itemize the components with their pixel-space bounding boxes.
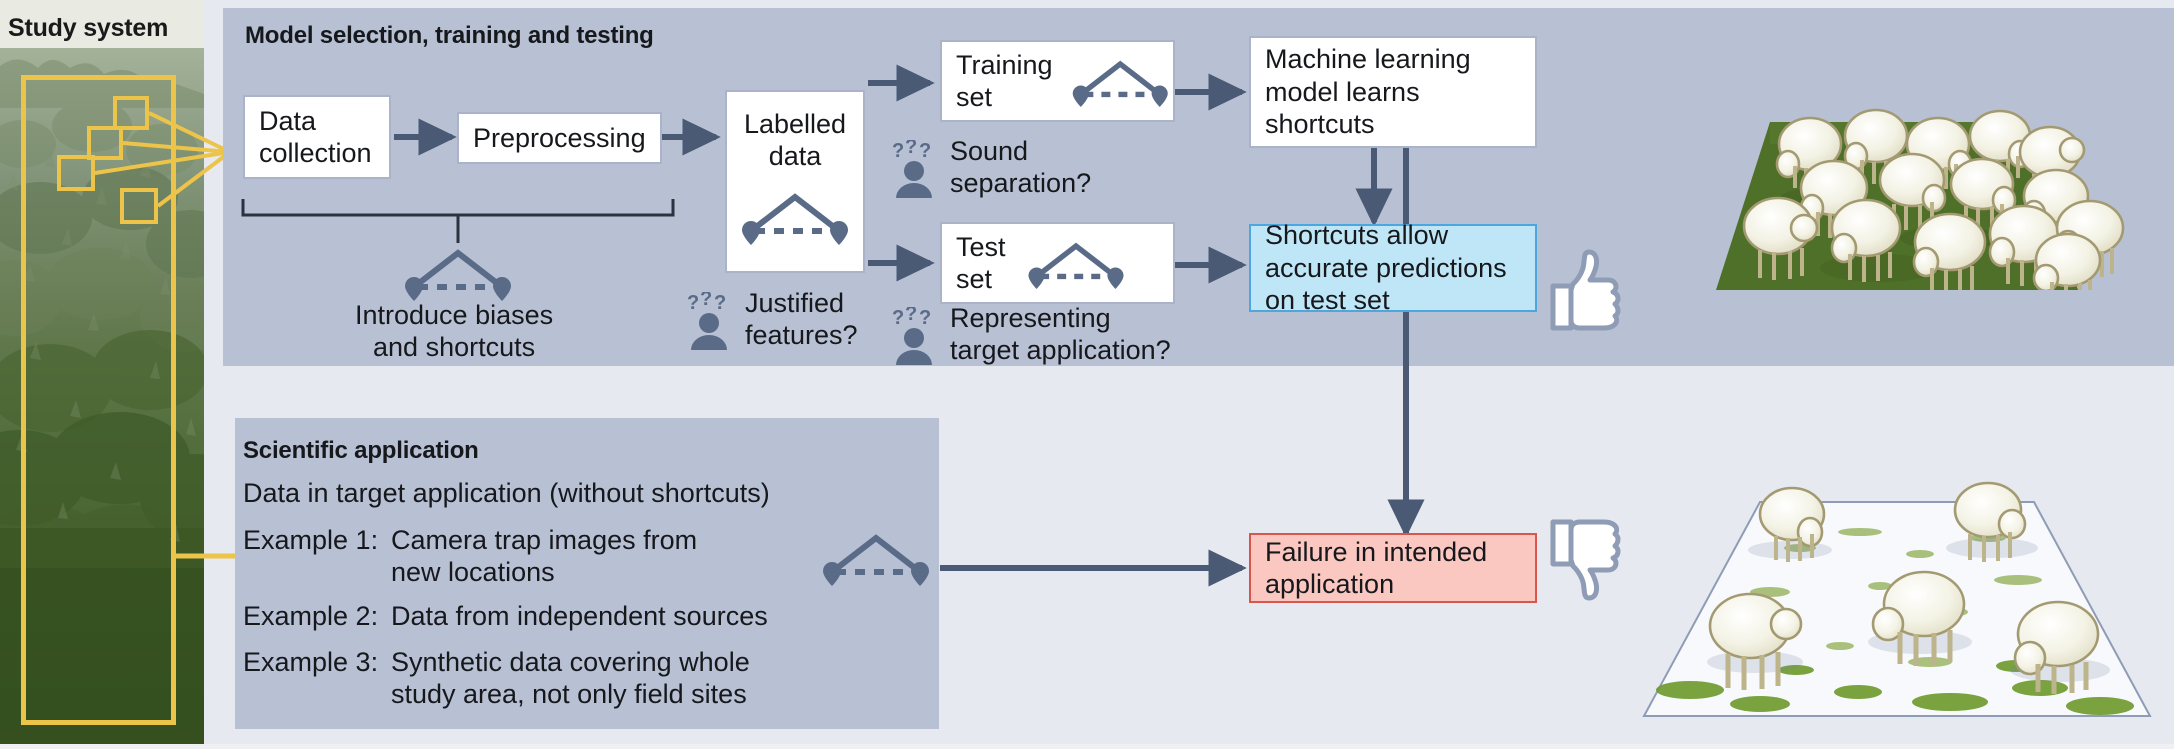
box-ml-model-label: Machine learning model learns shortcuts bbox=[1265, 44, 1471, 140]
map-pin-pair-icon-bias bbox=[405, 249, 511, 301]
svg-text:?: ? bbox=[919, 140, 931, 162]
example-2-value: Data from independent sources bbox=[391, 601, 768, 631]
box-failure[interactable]: Failure in intended application bbox=[1249, 533, 1537, 603]
scientific-application-panel bbox=[235, 418, 939, 729]
scientific-application-subtitle: Data in target application (without shor… bbox=[243, 478, 770, 508]
example-row-3: Example 3: Synthetic data covering whole… bbox=[243, 646, 750, 711]
question-representing-target-application-label: Representing target application? bbox=[950, 303, 1171, 365]
svg-text:?: ? bbox=[687, 292, 699, 314]
scene-green-pasture-many-sheep bbox=[1620, 48, 2174, 300]
map-pin-pair-icon-application bbox=[823, 534, 929, 586]
thumbs-up-icon bbox=[1550, 249, 1621, 331]
study-system-title: Study system bbox=[8, 14, 169, 42]
box-preprocessing[interactable]: Preprocessing bbox=[457, 112, 662, 164]
svg-text:?: ? bbox=[905, 140, 917, 158]
box-data-collection-label: Data collection bbox=[259, 105, 372, 168]
person-with-question-marks-icon: ? ? ? bbox=[890, 136, 942, 198]
question-sound-separation: ? ? ? Sound separation? bbox=[890, 136, 1091, 199]
bias-bracket-label: Introduce biases and shortcuts bbox=[355, 300, 554, 362]
box-shortcuts-accurate[interactable]: Shortcuts allow accurate predictions on … bbox=[1249, 220, 1537, 315]
box-labelled-data-label: Labelled data bbox=[743, 109, 847, 172]
box-training-set[interactable]: Training set bbox=[940, 40, 1175, 122]
example-1-key: Example 1: bbox=[243, 525, 379, 555]
scientific-application-panel-title: Scientific application bbox=[243, 437, 479, 464]
map-pin-pair-icon bbox=[742, 192, 848, 245]
box-test-set-label: Test set bbox=[956, 231, 1006, 294]
box-ml-model[interactable]: Machine learning model learns shortcuts bbox=[1249, 36, 1537, 148]
field-plot-3 bbox=[57, 155, 95, 191]
svg-text:?: ? bbox=[905, 307, 917, 325]
scene-sparse-pasture-few-sheep bbox=[1620, 462, 2174, 744]
example-1-value: Camera trap images from new locations bbox=[391, 525, 698, 588]
question-justified-features: ? ? ? Justified features? bbox=[685, 288, 858, 351]
person-with-question-marks-icon: ? ? ? bbox=[685, 288, 737, 350]
box-training-set-label: Training set bbox=[956, 49, 1053, 112]
svg-text:?: ? bbox=[700, 292, 712, 310]
map-pin-pair-icon bbox=[1072, 60, 1168, 107]
box-labelled-data[interactable]: Labelled data bbox=[725, 90, 865, 273]
example-2-key: Example 2: bbox=[243, 601, 379, 631]
example-3-key: Example 3: bbox=[243, 647, 379, 677]
example-row-2: Example 2: Data from independent sources bbox=[243, 600, 768, 632]
study-system-panel: Study system bbox=[0, 0, 204, 744]
map-pin-pair-icon bbox=[1028, 242, 1124, 289]
svg-text:?: ? bbox=[892, 307, 904, 329]
box-data-collection[interactable]: Data collection bbox=[243, 95, 391, 179]
thumbs-down-icon bbox=[1550, 519, 1621, 601]
field-plot-1 bbox=[113, 96, 149, 130]
study-area-rectangle bbox=[21, 75, 176, 725]
box-shortcuts-accurate-label: Shortcuts allow accurate predictions on … bbox=[1265, 220, 1507, 316]
box-failure-label: Failure in intended application bbox=[1265, 536, 1488, 599]
example-3-value: Synthetic data covering whole study area… bbox=[391, 647, 750, 710]
box-preprocessing-label: Preprocessing bbox=[473, 122, 646, 153]
person-with-question-marks-icon: ? ? ? bbox=[890, 303, 942, 365]
box-test-set[interactable]: Test set bbox=[940, 222, 1175, 304]
question-justified-features-label: Justified features? bbox=[745, 288, 858, 350]
model-selection-panel-title: Model selection, training and testing bbox=[245, 22, 654, 49]
svg-text:?: ? bbox=[919, 307, 931, 329]
svg-text:?: ? bbox=[714, 292, 726, 314]
example-row-1: Example 1: Camera trap images from new l… bbox=[243, 524, 697, 589]
field-plot-4 bbox=[120, 188, 158, 224]
svg-text:?: ? bbox=[892, 140, 904, 162]
question-sound-separation-label: Sound separation? bbox=[950, 136, 1092, 198]
question-representing-target-application: ? ? ? Representing target application? bbox=[890, 303, 1171, 366]
